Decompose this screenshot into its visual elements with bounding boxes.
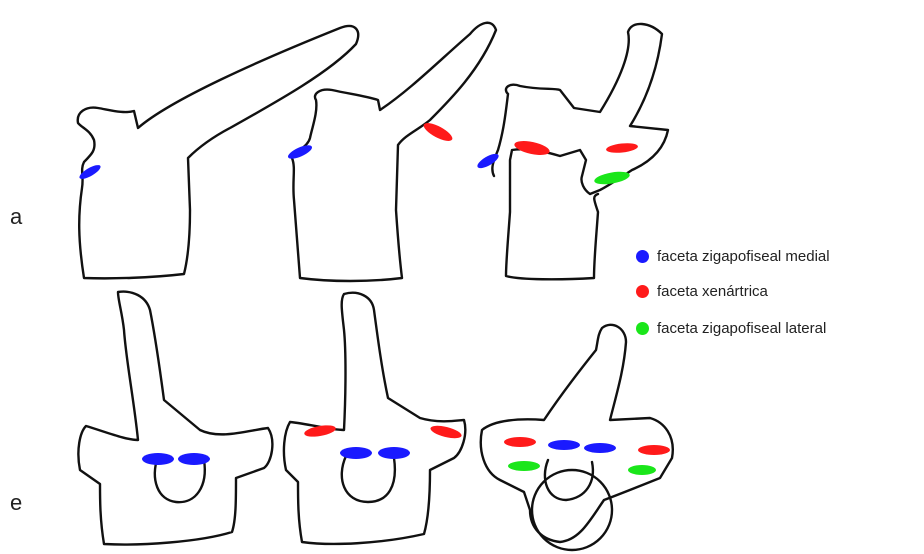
red-dot-icon (636, 285, 649, 298)
legend-label: faceta zigapofiseal medial (657, 248, 830, 265)
green-dot-icon (636, 322, 649, 335)
vertebra-posterior-3 (481, 325, 673, 542)
vertebra-lateral-2 (292, 23, 496, 281)
panel-label-a: a (10, 204, 22, 230)
legend-label: faceta xenártrica (657, 283, 768, 300)
legend-item-lateral: faceta zigapofiseal lateral (636, 320, 826, 337)
vertebra-posterior-1 (78, 292, 272, 545)
vertebra-lateral-1 (78, 26, 358, 278)
vertebra-lateral-3 (492, 24, 668, 279)
legend-label: faceta zigapofiseal lateral (657, 320, 826, 337)
blue-dot-icon (636, 250, 649, 263)
panel-label-e: e (10, 490, 22, 516)
legend-item-medial: faceta zigapofiseal medial (636, 248, 830, 265)
vertebra-posterior-2 (284, 293, 465, 544)
legend-item-xenarthrous: faceta xenártrica (636, 283, 768, 300)
